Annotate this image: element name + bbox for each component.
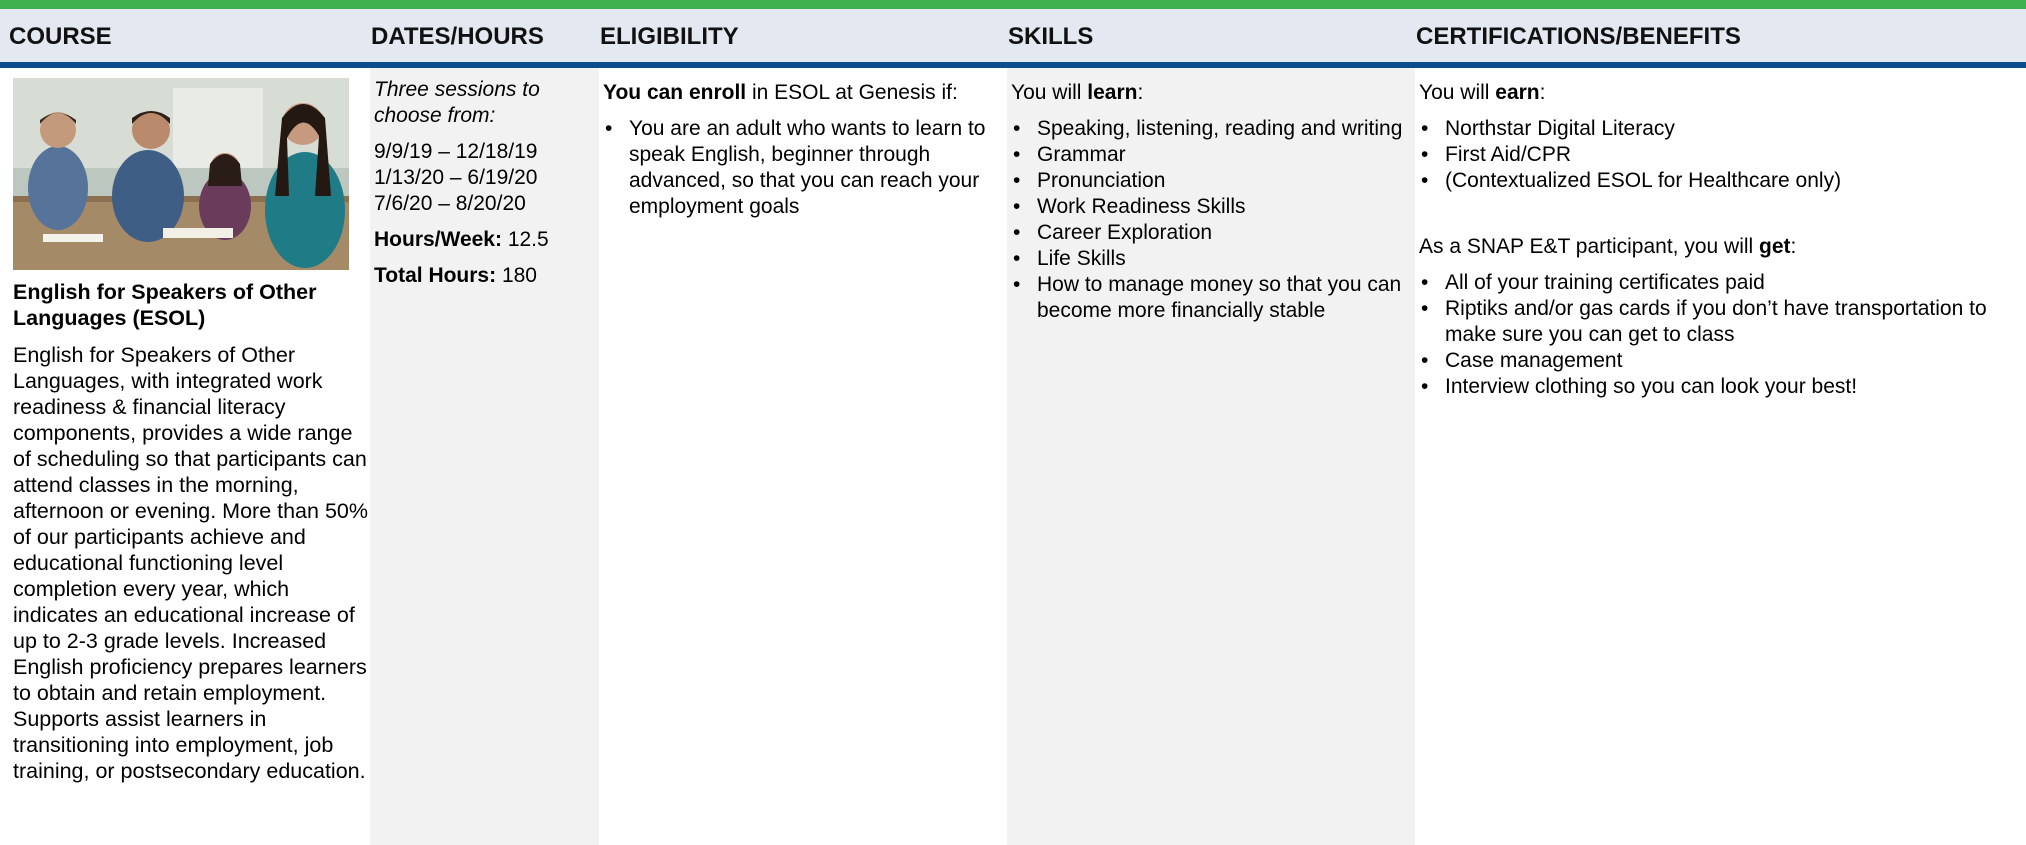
earn-item: (Contextualized ESOL for Healthcare only…: [1419, 168, 2019, 194]
total-hours-label: Total Hours:: [374, 264, 497, 287]
skills-intro-bold: learn: [1087, 81, 1138, 104]
earn-item: Northstar Digital Literacy: [1419, 116, 2019, 142]
skills-item: Speaking, listening, reading and writing: [1011, 116, 1407, 142]
skills-item: Career Exploration: [1011, 220, 1407, 246]
earn-intro: You will earn:: [1419, 80, 2019, 106]
eligibility-content: You can enroll in ESOL at Genesis if: Yo…: [603, 80, 999, 220]
skills-item: Work Readiness Skills: [1011, 194, 1407, 220]
dates-column: [370, 68, 599, 845]
earn-intro-post: :: [1539, 81, 1546, 104]
table-header: [0, 9, 2026, 62]
skills-content: You will learn: Speaking, listening, rea…: [1011, 80, 1407, 324]
eligibility-intro-rest: in ESOL at Genesis if:: [746, 81, 958, 104]
earn-intro-pre: You will: [1419, 81, 1496, 104]
course-description: English for Speakers of Other Languages,…: [13, 343, 368, 783]
hours-week-value: 12.5: [507, 228, 549, 251]
eligibility-list: You are an adult who wants to learn to s…: [603, 116, 999, 220]
course-photo: [13, 78, 349, 270]
header-eligibility: ELIGIBILITY: [600, 23, 739, 50]
header-dates-hours: DATES/HOURS: [371, 23, 544, 50]
hours-week-label: Hours/Week:: [374, 228, 502, 251]
skills-item: Grammar: [1011, 142, 1407, 168]
snap-benefits-list: All of your training certificates paid R…: [1419, 270, 2019, 400]
eligibility-intro: You can enroll in ESOL at Genesis if:: [603, 80, 999, 106]
eligibility-intro-bold: You can enroll: [603, 81, 747, 104]
session-date: 9/9/19 – 12/18/19: [374, 140, 538, 163]
eligibility-item: You are an adult who wants to learn to s…: [603, 116, 999, 220]
earn-list: Northstar Digital Literacy First Aid/CPR…: [1419, 116, 2019, 194]
snap-intro: As a SNAP E&T participant, you will get:: [1419, 234, 2019, 260]
earn-item: First Aid/CPR: [1419, 142, 2019, 168]
total-hours-value: 180: [501, 264, 537, 287]
snap-benefit-item: Riptiks and/or gas cards if you don’t ha…: [1419, 296, 2019, 348]
skills-intro-post: :: [1137, 81, 1144, 104]
certifications-content: You will earn: Northstar Digital Literac…: [1419, 80, 2019, 400]
course-title: English for Speakers of Other Languages …: [13, 280, 317, 330]
snap-benefit-item: All of your training certificates paid: [1419, 270, 2019, 296]
header-certifications: CERTIFICATIONS/BENEFITS: [1416, 23, 1741, 50]
skills-list: Speaking, listening, reading and writing…: [1011, 116, 1407, 324]
top-accent-bar: [0, 0, 2026, 9]
earn-intro-bold: earn: [1495, 81, 1540, 104]
skills-item: Life Skills: [1011, 246, 1407, 272]
session-date: 1/13/20 – 6/19/20: [374, 166, 538, 189]
snap-benefit-item: Case management: [1419, 348, 2019, 374]
total-hours: Total Hours: 180: [374, 263, 589, 289]
snap-intro-post: :: [1790, 235, 1797, 258]
skills-item: Pronunciation: [1011, 168, 1407, 194]
session-date: 7/6/20 – 8/20/20: [374, 192, 526, 215]
sessions-intro: Three sessions to choose from:: [374, 78, 540, 127]
snap-benefit-item: Interview clothing so you can look your …: [1419, 374, 2019, 400]
snap-intro-bold: get: [1759, 235, 1791, 258]
hours-per-week: Hours/Week: 12.5: [374, 227, 589, 253]
skills-item: How to manage money so that you can beco…: [1011, 272, 1407, 324]
header-course: COURSE: [9, 23, 112, 50]
dates-content: Three sessions to choose from: 9/9/19 – …: [374, 77, 589, 289]
snap-intro-pre: As a SNAP E&T participant, you will: [1419, 235, 1760, 258]
header-skills: SKILLS: [1008, 23, 1094, 50]
skills-intro: You will learn:: [1011, 80, 1407, 106]
students-photo-icon: [13, 78, 349, 270]
header-rule: [0, 62, 2026, 68]
skills-intro-pre: You will: [1011, 81, 1088, 104]
